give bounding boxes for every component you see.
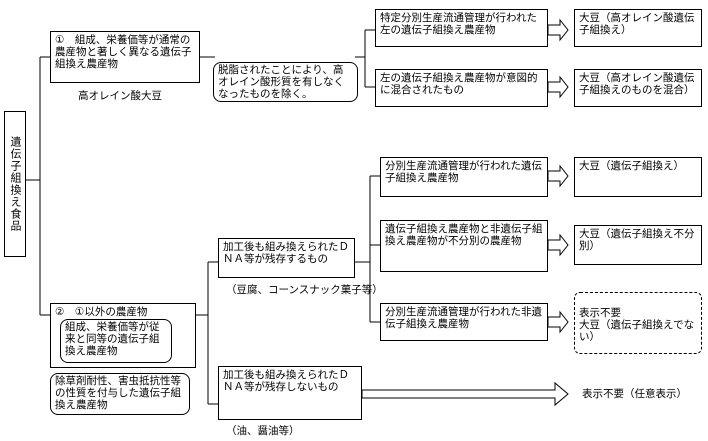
- cat1-result-2: 大豆（高オレイン酸遺伝子組換えのものを混合）: [574, 69, 702, 107]
- cat2-result-2-label: 大豆（遺伝子組換え不分別）: [579, 228, 695, 252]
- cat2-result-3-label: 表示不要 大豆（遺伝子組換えでない）: [579, 307, 695, 343]
- processed-dna-box: 加工後も組み換えられたＤＮＡ等が残存するもの: [218, 238, 355, 278]
- cat1-condition-1-label: 特定分別生産流通管理が行われた左の遺伝子組換え農産物: [380, 12, 537, 36]
- cat2-condition-3-label: 分別生産流通管理が行われた非遺伝子組換え農産物: [385, 306, 542, 330]
- processed-no-dna-label: 加工後も組み換えられたＤＮＡ等が残存しないもの: [223, 369, 349, 393]
- cat2-condition-2-label: 遺伝子組換え農産物と非遺伝子組換え農産物が不分別の農産物: [385, 223, 543, 247]
- category-2-note-1: 組成、栄養価等が従来と同等の遺伝子組換え農産物: [60, 319, 172, 363]
- category-1-label: ① 組成、栄養価等が通常の農産物と著しく異なる遺伝子組換え農産物: [55, 34, 192, 70]
- processed-no-dna-box: 加工後も組み換えられたＤＮＡ等が残存しないもの: [218, 366, 362, 420]
- cat2-condition-3: 分別生産流通管理が行われた非遺伝子組換え農産物: [380, 303, 548, 341]
- root-label: 遺伝子組換え食品: [9, 136, 22, 232]
- category-1-example: 高オレイン酸大豆: [78, 90, 162, 102]
- category-2-note-2: 除草剤耐性、害虫抵抗性等の性質を付与した遺伝子組換え農産物: [50, 373, 190, 415]
- cat2-condition-2: 遺伝子組換え農産物と非遺伝子組換え農産物が不分別の農産物: [380, 220, 548, 272]
- processed-no-dna-result: 表示不要（任意表示）: [582, 388, 687, 400]
- cat1-result-1: 大豆（高オレイン酸遺伝子組換え）: [574, 9, 702, 47]
- cat2-result-1: 大豆（遺伝子組換え）: [574, 157, 702, 197]
- cat1-result-1-label: 大豆（高オレイン酸遺伝子組換え）: [579, 12, 695, 36]
- cat1-condition-2: 左の遺伝子組換え農産物が意図的に混合されたもの: [375, 69, 548, 107]
- category-1-note: 脱脂されたことにより、高オレイン酸形質を有しなくなったものを除く。: [213, 62, 358, 102]
- cat2-condition-1: 分別生産流通管理が行われた遺伝子組換え農産物: [380, 157, 548, 197]
- processed-dna-example: （豆腐、コーンスナック菓子等）: [226, 284, 383, 296]
- cat1-condition-2-label: 左の遺伝子組換え農産物が意図的に混合されたもの: [380, 72, 538, 96]
- category-1-box: ① 組成、栄養価等が通常の農産物と著しく異なる遺伝子組換え農産物: [50, 31, 200, 83]
- cat2-result-3: 表示不要 大豆（遺伝子組換えでない）: [574, 292, 702, 354]
- category-2-label: ② ①以外の農産物: [55, 306, 148, 318]
- cat1-condition-1: 特定分別生産流通管理が行われた左の遺伝子組換え農産物: [375, 9, 548, 47]
- cat2-result-1-label: 大豆（遺伝子組換え）: [579, 160, 684, 172]
- root-box: 遺伝子組換え食品: [4, 111, 26, 257]
- cat2-result-2: 大豆（遺伝子組換え不分別）: [574, 225, 702, 265]
- cat2-condition-1-label: 分別生産流通管理が行われた遺伝子組換え農産物: [385, 160, 542, 184]
- processed-no-dna-example: （油、醤油等）: [226, 425, 300, 437]
- processed-dna-label: 加工後も組み換えられたＤＮＡ等が残存するもの: [223, 241, 349, 265]
- cat1-result-2-label: 大豆（高オレイン酸遺伝子組換えのものを混合）: [579, 72, 695, 96]
